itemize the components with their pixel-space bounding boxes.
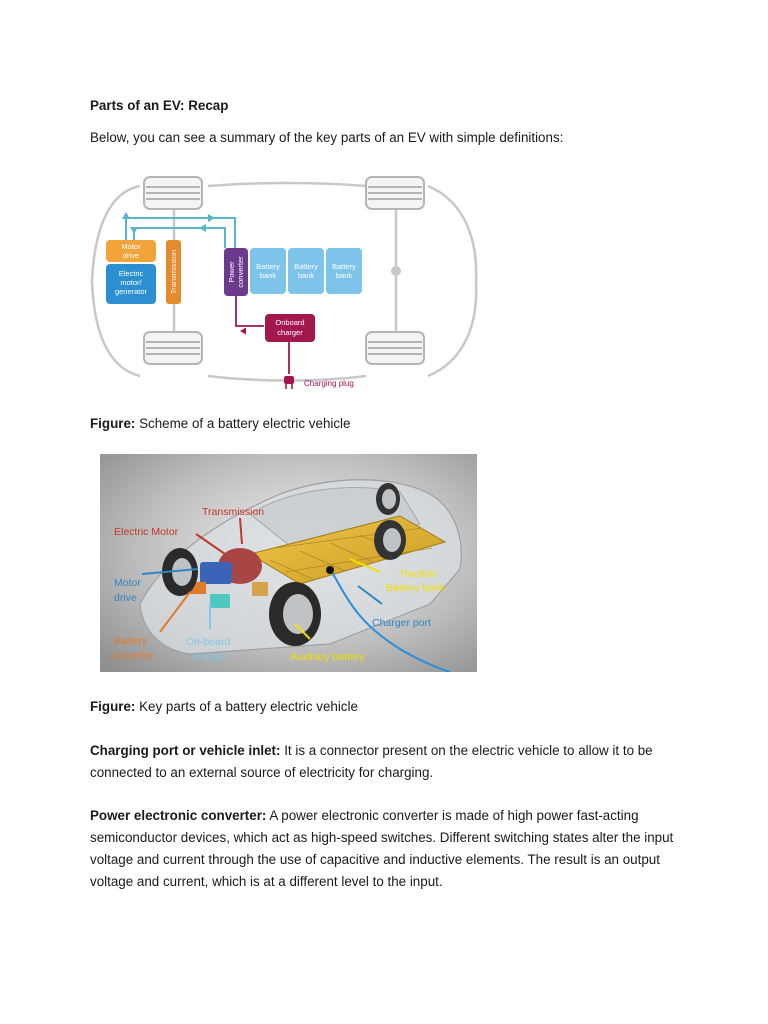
motor-drive-label: drive: [123, 251, 139, 260]
charger-port-label: Charger port: [372, 617, 431, 629]
ev-scheme-figure: Motor drive Electric motor/ generator Tr…: [88, 172, 480, 394]
motor-generator-label: Electric: [119, 269, 144, 278]
battery-bank-label: bank: [260, 271, 277, 280]
auxiliary-battery-label: Auxiliary battery: [290, 651, 365, 663]
power-converter-box: [224, 248, 248, 296]
figure-caption: Figure: Key parts of a battery electric …: [90, 699, 358, 714]
wheel: [162, 548, 198, 596]
onboard-charger-label: On-board: [186, 636, 231, 648]
traction-battery-label: Traction: [399, 568, 437, 580]
charging-line: [235, 296, 290, 374]
motor-drive-label: Motor: [114, 577, 141, 589]
charging-cable: [331, 571, 451, 673]
wheel: [374, 520, 406, 560]
flow-arrow-icon: [122, 212, 215, 234]
wheel: [365, 331, 425, 365]
battery-bank-box: [288, 248, 324, 294]
battery-bank-label: bank: [298, 271, 315, 280]
power-converter-label: converter: [236, 256, 245, 288]
motor-generator-box: [106, 264, 156, 304]
section-heading: Parts of an EV: Recap: [90, 98, 229, 113]
charging-plug-icon: [284, 376, 294, 389]
onboard-charger-label: Onboard: [275, 318, 304, 327]
electric-motor-label: Electric Motor: [114, 526, 179, 538]
motor-drive-unit: [200, 562, 232, 584]
battery-bank-label: Battery: [332, 262, 356, 271]
wheel: [143, 331, 203, 365]
traction-battery-label: Battery bank: [386, 582, 446, 594]
axle-hub: [391, 266, 401, 276]
motor-drive-label: drive: [114, 592, 137, 604]
transmission-box: [166, 240, 181, 304]
wheel: [269, 582, 321, 646]
ev-key-parts-illustration: Transmission Electric Motor Motor drive …: [100, 454, 477, 673]
onboard-charger-box: [265, 314, 315, 342]
battery-converter-label: Battery: [114, 635, 148, 647]
intro-text: Below, you can see a summary of the key …: [90, 130, 564, 145]
definition-paragraph: Charging port or vehicle inlet: It is a …: [90, 740, 690, 784]
charging-plug-label: Charging plug: [304, 379, 354, 388]
battery-bank-box: [250, 248, 286, 294]
auxiliary-battery-unit: [252, 582, 268, 596]
onboard-charger-label: charger: [192, 651, 228, 663]
battery-converter-label: converter: [110, 650, 154, 662]
wheel: [376, 483, 400, 515]
battery-bank-label: Battery: [256, 262, 280, 271]
motor-generator-label: generator: [115, 287, 148, 296]
onboard-charger-unit: [210, 594, 230, 608]
power-converter-label: Power: [227, 261, 236, 283]
wheel: [143, 176, 203, 210]
onboard-charger-label: charger: [277, 328, 303, 337]
ev-cutaway-image: Transmission Electric Motor Motor drive …: [100, 454, 477, 673]
motor-drive-box: [106, 240, 156, 262]
flow-arrow-icon: [240, 327, 246, 335]
motor-generator-label: motor/: [120, 278, 142, 287]
charger-port-socket: [326, 566, 334, 574]
battery-bank-box: [326, 248, 362, 294]
definition-term: Charging port or vehicle inlet:: [90, 743, 281, 758]
motor-drive-label: Motor: [121, 242, 141, 251]
definition-term: Power electronic converter:: [90, 808, 267, 823]
transmission-label: Transmission: [202, 506, 264, 518]
wheel: [365, 176, 425, 210]
ev-scheme-diagram: Motor drive Electric motor/ generator Tr…: [90, 176, 478, 389]
definition-text: A power electronic converter is made of …: [90, 808, 674, 889]
leader-arrows: [141, 517, 383, 640]
battery-bank-label: Battery: [294, 262, 318, 271]
transmission-label: Transmission: [169, 250, 178, 294]
figure-caption: Figure: Scheme of a battery electric veh…: [90, 416, 351, 431]
definition-paragraph: Power electronic converter: A power elec…: [90, 805, 690, 893]
definition-text: It is a connector present on the electri…: [90, 743, 653, 780]
battery-bank-label: bank: [336, 271, 353, 280]
